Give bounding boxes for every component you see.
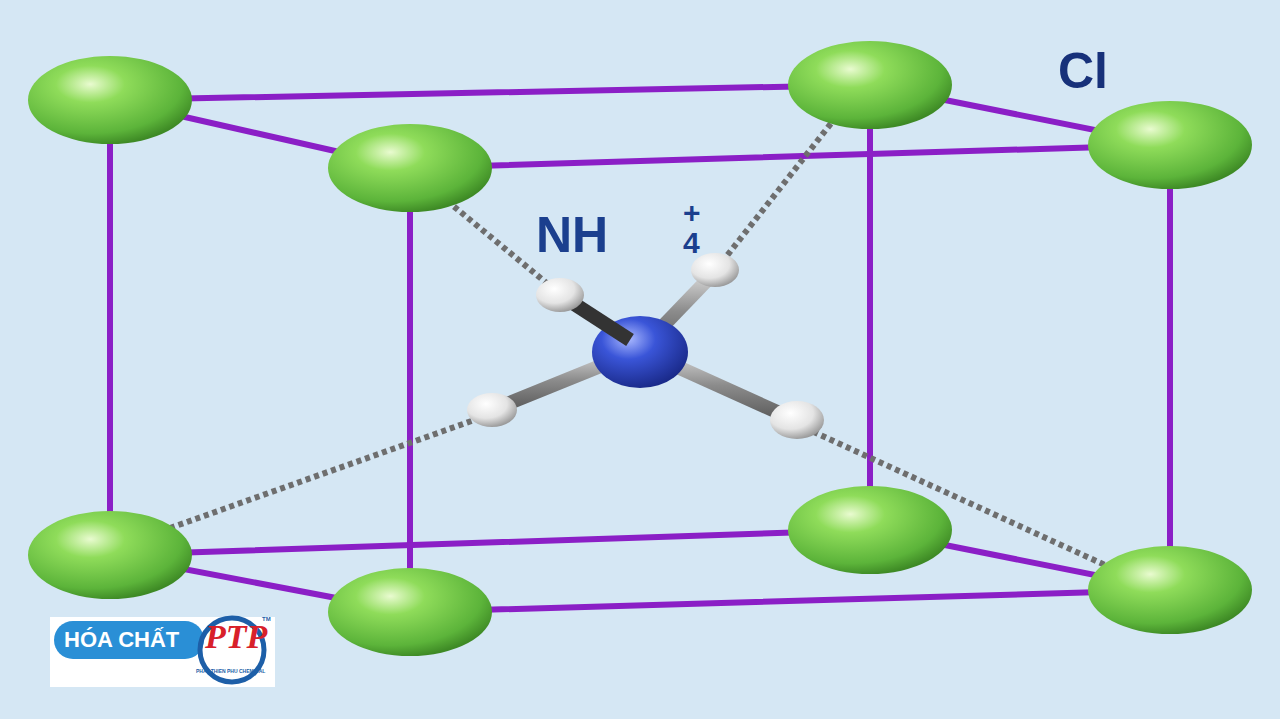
brand-mark: PTP [205, 618, 267, 656]
subscript-label: 4 [683, 226, 700, 260]
element-label: Cl [1058, 42, 1108, 100]
ion-label: NH [536, 206, 608, 264]
trademark-label: TM [262, 616, 271, 622]
cube-edges [110, 85, 1170, 612]
brand-subtext: PHAT THIEN PHU CHEMICAL [196, 668, 265, 674]
hydrogen-bonds [170, 112, 1105, 565]
charge-label: + [683, 196, 701, 230]
brand-text: HÓA CHẤT [64, 627, 179, 653]
ammonium-ion [467, 253, 824, 439]
chloride-ions [28, 41, 1252, 656]
brand-logo [50, 617, 275, 687]
